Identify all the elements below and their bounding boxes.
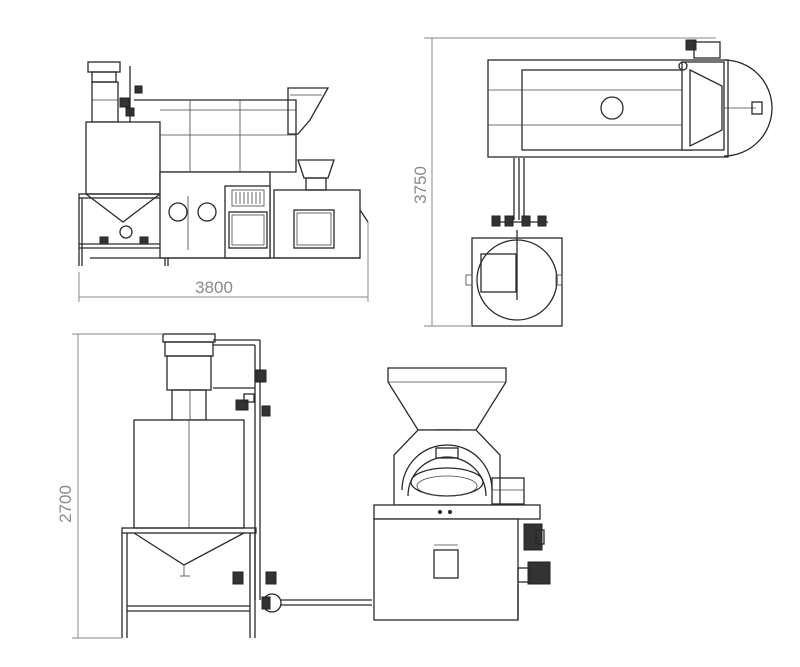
plan-view: 3750 <box>411 37 773 327</box>
front-elevation-view: 3800 <box>78 61 369 302</box>
height-dimension-label: 2700 <box>56 485 75 523</box>
width-dimension-label: 3800 <box>195 278 233 297</box>
depth-dimension-label: 3750 <box>411 166 430 204</box>
side-elevation-view: 2700 <box>56 333 551 639</box>
